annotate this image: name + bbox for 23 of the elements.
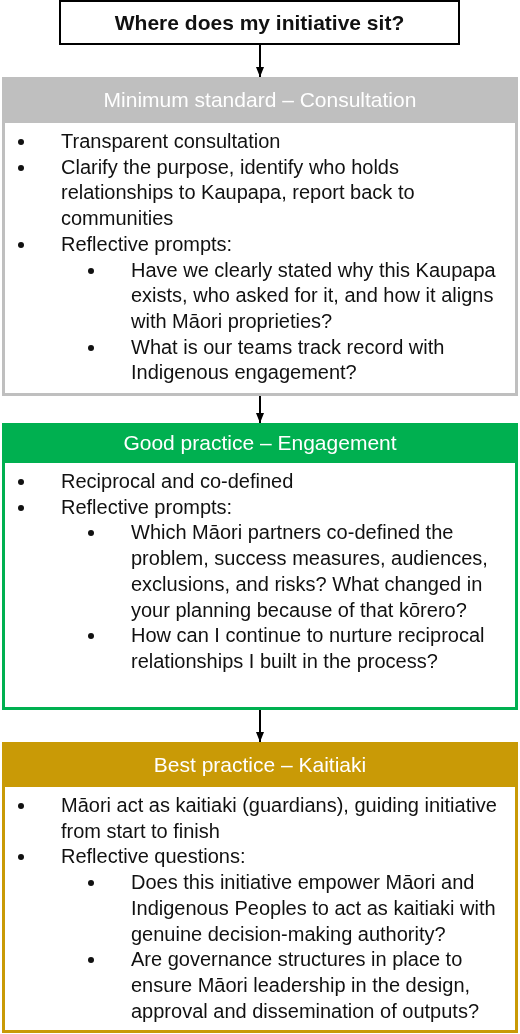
bullet-text: Reflective prompts: xyxy=(61,494,234,520)
bullet-text: Which Māori partners co-defined the problem, success measures, audiences, exclusions, and risks? What changed in your planning because of that kōrero? xyxy=(131,520,489,623)
arrow xyxy=(256,44,264,78)
bullet-text: Clarify the purpose, identify who holds relationships to Kaupapa, report back to communities xyxy=(61,154,416,232)
bullet-text: Have we clearly stated why this Kaupapa exists, who asked for it, and how it aligns with Māori proprieties? xyxy=(131,257,497,334)
section-heading: Best practice – Kaitiaki xyxy=(153,752,367,777)
section-heading: Minimum standard – Consultation xyxy=(103,88,417,112)
bullet-text: How can I continue to nurture reciprocal relationships I built in the process? xyxy=(131,623,486,674)
question-box: Where does my initiative sit? xyxy=(59,0,460,45)
bullet-text: Transparent consultation xyxy=(61,129,282,154)
section-panel xyxy=(2,77,518,396)
arrow xyxy=(256,395,264,424)
bullet-text: Reflective questions: xyxy=(61,844,247,870)
bullet-text: Māori act as kaitiaki (guardians), guiding initiative from start to finish xyxy=(61,793,498,844)
section-panel xyxy=(2,742,518,1033)
bullet-text: What is our teams track record with Indigenous engagement? xyxy=(131,334,446,386)
bullet-text: Does this initiative empower Māori and Indigenous Peoples to act as kaitiaki with genuine decision-making authority? xyxy=(131,870,497,947)
bullet-text: Reflective prompts: xyxy=(61,231,234,257)
arrow xyxy=(256,709,264,743)
section-panel xyxy=(2,423,518,710)
bullet-text: Reciprocal and co-defined xyxy=(61,469,295,494)
bullet-text: Are governance structures in place to ensure Māori leadership in the design, approval and dissemination of outputs? xyxy=(131,947,480,1024)
section-heading: Good practice – Engagement xyxy=(123,431,397,455)
